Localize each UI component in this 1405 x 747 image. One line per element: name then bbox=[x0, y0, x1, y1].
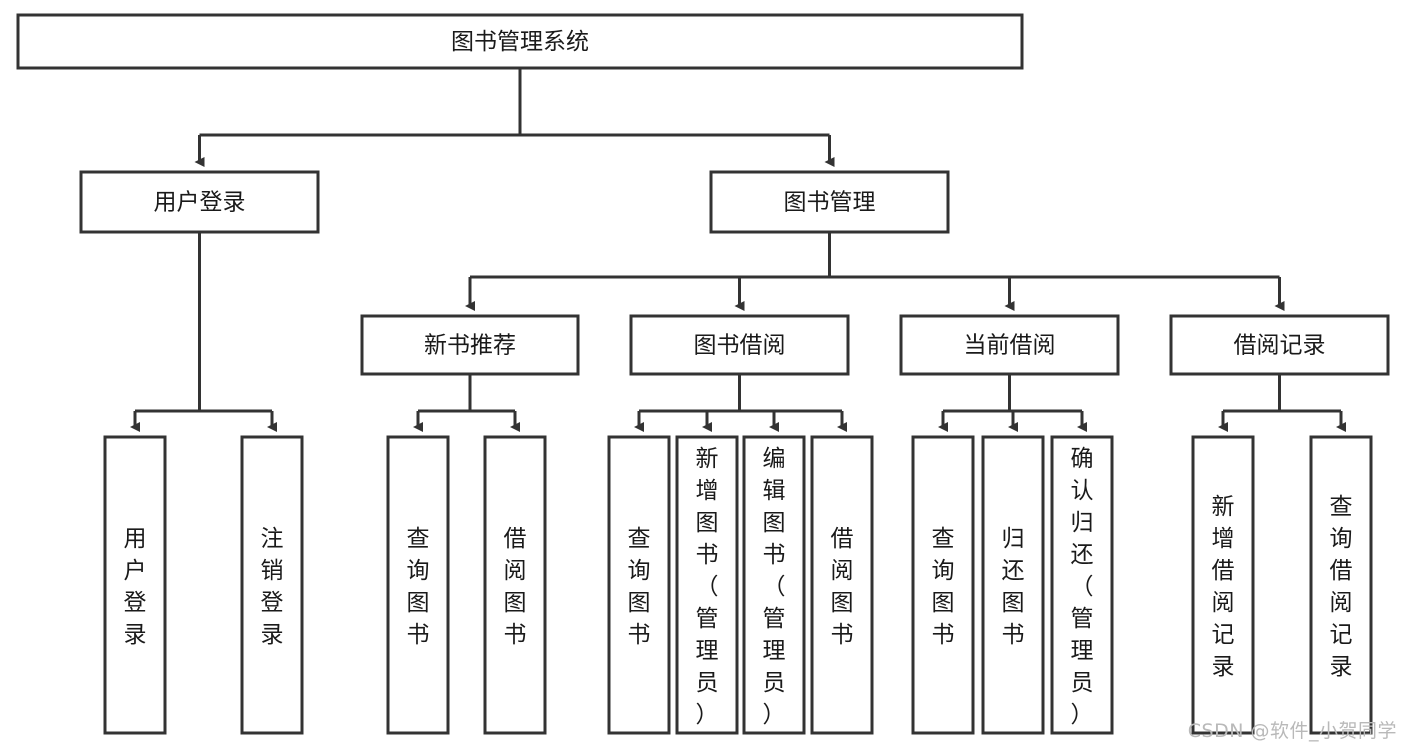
node-leaf-confirm-return[interactable]: 确认归还（管理员） bbox=[1050, 435, 1114, 735]
node-leaf-logout[interactable]: 注销登录 bbox=[240, 435, 304, 735]
node-box-borrow-record[interactable] bbox=[1169, 314, 1390, 376]
node-box-leaf-query-book-recommend[interactable] bbox=[386, 435, 450, 735]
node-borrow-record[interactable]: 借阅记录 bbox=[1169, 314, 1390, 376]
node-box-current-borrow[interactable] bbox=[899, 314, 1120, 376]
node-leaf-user-login[interactable]: 用户登录 bbox=[103, 435, 167, 735]
node-user-login[interactable]: 用户登录 bbox=[79, 170, 320, 234]
node-root[interactable]: 图书管理系统 bbox=[16, 13, 1024, 70]
node-label-leaf-borrow-book: 借阅图书 bbox=[831, 526, 854, 648]
node-leaf-query-book-borrow[interactable]: 查询图书 bbox=[607, 435, 671, 735]
node-label-new-book-recommend: 新书推荐 bbox=[424, 333, 516, 359]
node-label-leaf-query-record: 查询借阅记录 bbox=[1330, 494, 1353, 680]
csdn-watermark: CSDN @软件_小贺同学 bbox=[1187, 720, 1397, 742]
node-box-leaf-borrow-book[interactable] bbox=[810, 435, 874, 735]
node-box-leaf-return-book[interactable] bbox=[981, 435, 1045, 735]
node-label-leaf-add-book: 新增图书（管理员） bbox=[696, 446, 719, 728]
node-label-leaf-add-record: 新增借阅记录 bbox=[1212, 494, 1235, 680]
node-box-leaf-borrow-book-recommend[interactable] bbox=[483, 435, 547, 735]
node-label-leaf-return-book: 归还图书 bbox=[1002, 526, 1025, 648]
node-box-leaf-confirm-return[interactable] bbox=[1050, 435, 1114, 735]
node-leaf-borrow-book-recommend[interactable]: 借阅图书 bbox=[483, 435, 547, 735]
node-book-borrow[interactable]: 图书借阅 bbox=[629, 314, 850, 376]
node-box-leaf-query-book-borrow[interactable] bbox=[607, 435, 671, 735]
node-label-leaf-edit-book: 编辑图书（管理员） bbox=[763, 446, 786, 728]
node-box-leaf-add-record[interactable] bbox=[1191, 435, 1255, 735]
node-new-book-recommend[interactable]: 新书推荐 bbox=[360, 314, 580, 376]
node-box-user-login[interactable] bbox=[79, 170, 320, 234]
node-box-new-book-recommend[interactable] bbox=[360, 314, 580, 376]
node-layer: 图书管理系统用户登录图书管理新书推荐图书借阅当前借阅借阅记录用户登录注销登录查询… bbox=[16, 13, 1390, 735]
node-box-leaf-user-login[interactable] bbox=[103, 435, 167, 735]
node-leaf-query-book-current[interactable]: 查询图书 bbox=[911, 435, 975, 735]
node-label-leaf-confirm-return: 确认归还（管理员） bbox=[1071, 446, 1094, 728]
node-leaf-return-book[interactable]: 归还图书 bbox=[981, 435, 1045, 735]
node-leaf-edit-book[interactable]: 编辑图书（管理员） bbox=[742, 435, 806, 735]
node-label-book-borrow: 图书借阅 bbox=[694, 333, 786, 359]
node-label-leaf-query-book-current: 查询图书 bbox=[932, 526, 955, 648]
node-label-current-borrow: 当前借阅 bbox=[964, 333, 1056, 359]
node-label-leaf-borrow-book-recommend: 借阅图书 bbox=[504, 526, 527, 648]
node-label-user-login: 用户登录 bbox=[154, 190, 246, 216]
node-box-root[interactable] bbox=[16, 13, 1024, 70]
node-box-leaf-query-record[interactable] bbox=[1309, 435, 1373, 735]
node-leaf-borrow-book[interactable]: 借阅图书 bbox=[810, 435, 874, 735]
node-box-leaf-query-book-current[interactable] bbox=[911, 435, 975, 735]
node-label-book-management: 图书管理 bbox=[784, 190, 876, 216]
node-box-book-borrow[interactable] bbox=[629, 314, 850, 376]
node-book-management[interactable]: 图书管理 bbox=[709, 170, 950, 234]
connector-layer bbox=[130, 68, 1346, 432]
node-label-leaf-logout: 注销登录 bbox=[261, 526, 284, 648]
node-box-leaf-edit-book[interactable] bbox=[742, 435, 806, 735]
node-label-leaf-query-book-borrow: 查询图书 bbox=[628, 526, 651, 648]
node-box-leaf-logout[interactable] bbox=[240, 435, 304, 735]
node-label-root: 图书管理系统 bbox=[451, 29, 589, 55]
node-leaf-query-book-recommend[interactable]: 查询图书 bbox=[386, 435, 450, 735]
node-leaf-query-record[interactable]: 查询借阅记录 bbox=[1309, 435, 1373, 735]
node-box-leaf-add-book[interactable] bbox=[675, 435, 739, 735]
node-label-leaf-user-login: 用户登录 bbox=[124, 526, 147, 648]
node-leaf-add-record[interactable]: 新增借阅记录 bbox=[1191, 435, 1255, 735]
node-label-borrow-record: 借阅记录 bbox=[1234, 333, 1326, 359]
node-label-leaf-query-book-recommend: 查询图书 bbox=[407, 526, 430, 648]
node-leaf-add-book[interactable]: 新增图书（管理员） bbox=[675, 435, 739, 735]
node-current-borrow[interactable]: 当前借阅 bbox=[899, 314, 1120, 376]
node-box-book-management[interactable] bbox=[709, 170, 950, 234]
